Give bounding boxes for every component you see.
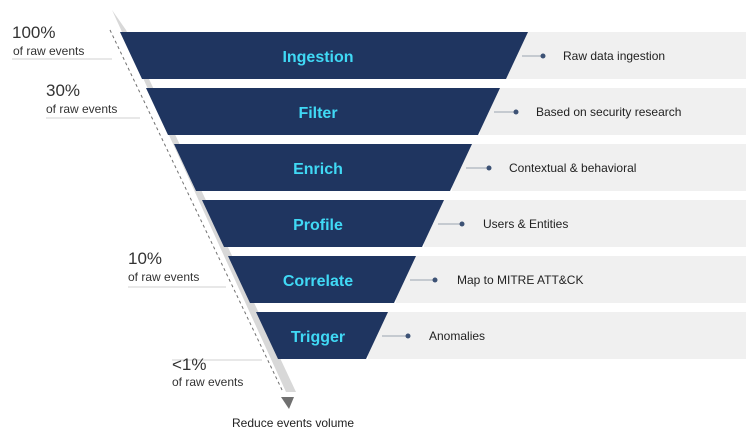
funnel-stage-ingestion: Ingestion Raw data ingestion (120, 32, 746, 79)
stage-description: Map to MITRE ATT&CK (457, 273, 583, 287)
funnel-stage-profile: Profile Users & Entities (202, 200, 746, 247)
marker-percent: 100% (12, 23, 55, 42)
reduce-volume-arrowhead (281, 397, 294, 409)
stage-band (120, 32, 528, 79)
marker-percent: 30% (46, 81, 80, 100)
marker-percent: 10% (128, 249, 162, 268)
stage-label: Correlate (283, 273, 353, 290)
stage-connector-dot (540, 53, 546, 59)
stage-connector-dot (405, 333, 411, 339)
reduce-volume-arrow-line (109, 29, 284, 393)
stage-band (256, 312, 388, 359)
reduce-volume-label: Reduce events volume (232, 416, 354, 430)
marker-percent: <1% (172, 355, 207, 374)
stage-description: Users & Entities (483, 217, 568, 231)
stage-band (228, 256, 416, 303)
stage-description-panel (396, 256, 746, 303)
marker-caption: of raw events (13, 44, 84, 58)
stage-description: Anomalies (429, 329, 485, 343)
marker-caption: of raw events (128, 270, 199, 284)
marker-caption: of raw events (46, 102, 117, 116)
stage-description-panel (452, 144, 746, 191)
stage-description: Contextual & behavioral (509, 161, 636, 175)
stage-band (174, 144, 472, 191)
volume-marker-100: 100% of raw events (12, 23, 112, 60)
stage-connector-dot (432, 277, 438, 283)
stage-connector-dot (459, 221, 465, 227)
stage-description-panel (424, 200, 746, 247)
volume-marker-under-1: <1% of raw events (172, 355, 262, 389)
stage-connector-dot (513, 109, 519, 115)
stage-description-panel (480, 88, 746, 135)
stage-label: Ingestion (282, 49, 353, 66)
stage-label: Enrich (293, 161, 343, 178)
stage-description: Raw data ingestion (563, 49, 665, 63)
funnel-stage-correlate: Correlate Map to MITRE ATT&CK (228, 256, 746, 303)
stage-description: Based on security research (536, 105, 681, 119)
stage-band (146, 88, 500, 135)
marker-caption: of raw events (172, 375, 243, 389)
stage-description-panel (368, 312, 746, 359)
volume-marker-10: 10% of raw events (128, 249, 226, 288)
stage-label: Filter (298, 105, 337, 122)
funnel-stage-trigger: Trigger Anomalies (256, 312, 746, 359)
stage-connector-dot (486, 165, 492, 171)
stage-label: Profile (293, 217, 343, 234)
stage-band (202, 200, 444, 247)
funnel-stage-filter: Filter Based on security research (146, 88, 746, 135)
volume-marker-30: 30% of raw events (46, 81, 140, 119)
funnel-stage-enrich: Enrich Contextual & behavioral (174, 144, 746, 191)
stage-label: Trigger (291, 329, 345, 346)
